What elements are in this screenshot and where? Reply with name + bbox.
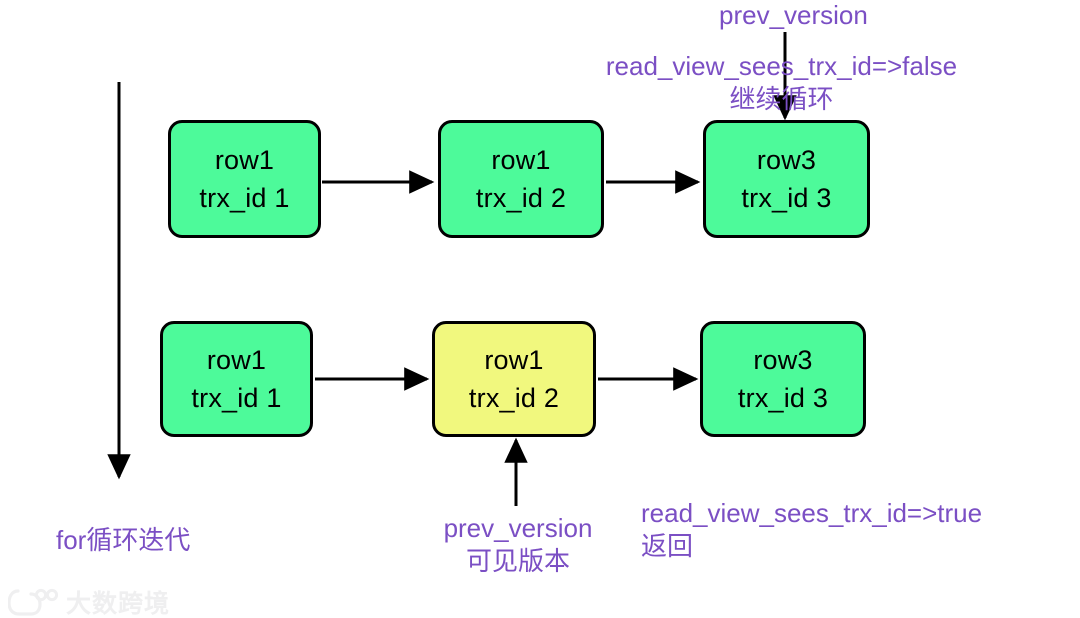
annotation-line2: 可见版本: [465, 545, 570, 576]
watermark: 大数跨境: [8, 584, 170, 618]
node-label-line1: row1: [206, 344, 267, 375]
node-label-line2: trx_id 3: [741, 183, 832, 213]
node-label-line2: trx_id 2: [468, 383, 560, 413]
annotation-line1: prev_version: [443, 513, 593, 543]
node-row3-trx3-bottom[interactable]: row3 trx_id 3: [700, 321, 866, 437]
node-label-line1: row1: [491, 144, 551, 175]
node-label-line2: trx_id 2: [475, 183, 567, 213]
node-label-line2: trx_id 1: [191, 383, 282, 413]
annotation-line1: for循环迭代: [56, 525, 191, 555]
annotation-line1: read_view_sees_trx_id=>false: [605, 51, 958, 81]
node-label-line1: row1: [214, 144, 275, 175]
node-label-line2: trx_id 1: [199, 183, 290, 213]
watermark-logo-icon: [8, 588, 58, 616]
node-row1-trx1-bottom[interactable]: row1 trx_id 1: [160, 321, 313, 437]
node-label-line1: row1: [484, 344, 544, 375]
node-row1-trx2-top[interactable]: row1 trx_id 2: [438, 120, 604, 238]
node-label-line1: row3: [756, 144, 817, 175]
watermark-text: 大数跨境: [66, 590, 171, 618]
node-row1-trx1-top[interactable]: row1 trx_id 1: [168, 120, 321, 238]
node-label-line2: trx_id 3: [737, 383, 829, 413]
annotation-for-loop: for循环迭代: [56, 524, 190, 557]
annotation-read-view-true: read_view_sees_trx_id=>true 返回: [641, 497, 982, 563]
annotation-prev-version-bottom: prev_version 可见版本: [423, 512, 613, 578]
node-row3-trx3-top[interactable]: row3 trx_id 3: [703, 120, 870, 238]
annotation-line1: read_view_sees_trx_id=>true: [641, 498, 983, 528]
annotation-line2: 继续循环: [729, 83, 834, 114]
annotation-prev-version-top: prev_version: [719, 0, 868, 32]
annotation-read-view-false: read_view_sees_trx_id=>false 继续循环: [569, 50, 994, 116]
annotation-line1: prev_version: [719, 0, 868, 30]
node-label-line1: row3: [753, 344, 813, 375]
annotation-line2: 返回: [641, 530, 694, 561]
node-row1-trx2-bottom-visible[interactable]: row1 trx_id 2: [432, 321, 596, 437]
